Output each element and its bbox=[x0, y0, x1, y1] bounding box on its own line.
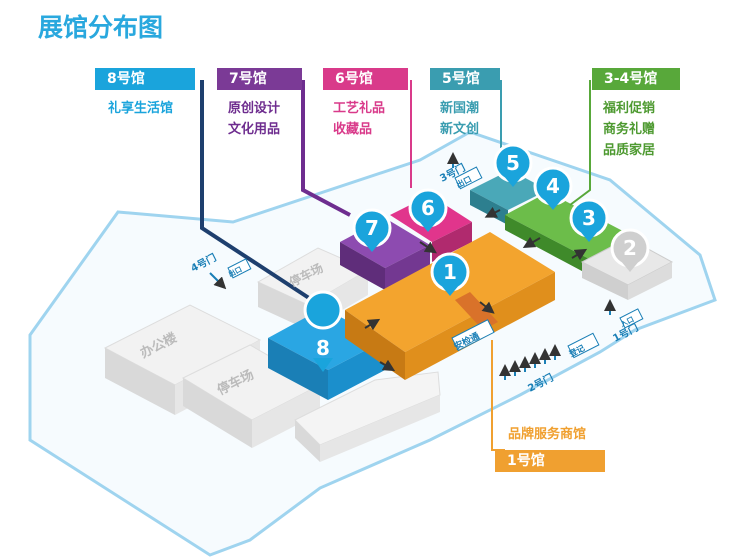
pin-2-label: 2 bbox=[623, 236, 637, 260]
hall-3-4-desc: 福利促销 商务礼赠 品质家居 bbox=[603, 101, 656, 158]
leader-34 bbox=[569, 80, 591, 206]
pin-7-icon[interactable]: 7 bbox=[352, 208, 392, 252]
hall-6-desc: 工艺礼品 收藏品 bbox=[333, 101, 386, 137]
hall-7-tag[interactable]: 7号馆 bbox=[217, 68, 302, 90]
leader-8 bbox=[200, 80, 314, 302]
leader-7 bbox=[301, 80, 351, 217]
pin-7-label: 7 bbox=[365, 216, 379, 240]
hall-5-desc: 新国潮 新文创 bbox=[440, 101, 480, 137]
pin-3-label: 3 bbox=[582, 206, 596, 230]
gate-arrows bbox=[209, 152, 616, 380]
hall-5-tag[interactable]: 5号馆 bbox=[430, 68, 500, 90]
pin-2-icon[interactable]: 2 bbox=[610, 228, 650, 272]
white-block-bottom bbox=[294, 371, 441, 462]
pin-8-icon[interactable]: 8 bbox=[303, 290, 343, 372]
pin-5-icon[interactable]: 5 bbox=[493, 143, 533, 187]
pin-4-icon[interactable]: 4 bbox=[533, 166, 573, 210]
hall-6-tag[interactable]: 6号馆 bbox=[323, 68, 408, 90]
pin-5-label: 5 bbox=[506, 151, 520, 175]
hall-3-4-tag[interactable]: 3-4号馆 bbox=[592, 68, 680, 90]
hall-1-desc: 品牌服务商馆 bbox=[508, 427, 587, 442]
hall-7-desc: 原创设计 文化用品 bbox=[228, 101, 281, 137]
page-title: 展馆分布图 bbox=[38, 13, 164, 42]
parking-lot-left bbox=[181, 344, 322, 448]
hall-8-tag[interactable]: 8号馆 bbox=[95, 68, 195, 90]
pin-6-label: 6 bbox=[421, 196, 435, 220]
pin-8-label: 8 bbox=[316, 336, 330, 360]
pin-1-label: 1 bbox=[443, 260, 457, 284]
hall-1-tag[interactable]: 1号馆 bbox=[495, 450, 605, 472]
pin-6-icon[interactable]: 6 bbox=[408, 188, 448, 232]
pin-1-icon[interactable]: 1 bbox=[430, 252, 470, 296]
pin-3-icon[interactable]: 3 bbox=[569, 198, 609, 242]
hall-8-desc: 礼享生活馆 bbox=[108, 101, 174, 116]
pin-4-label: 4 bbox=[546, 174, 560, 198]
